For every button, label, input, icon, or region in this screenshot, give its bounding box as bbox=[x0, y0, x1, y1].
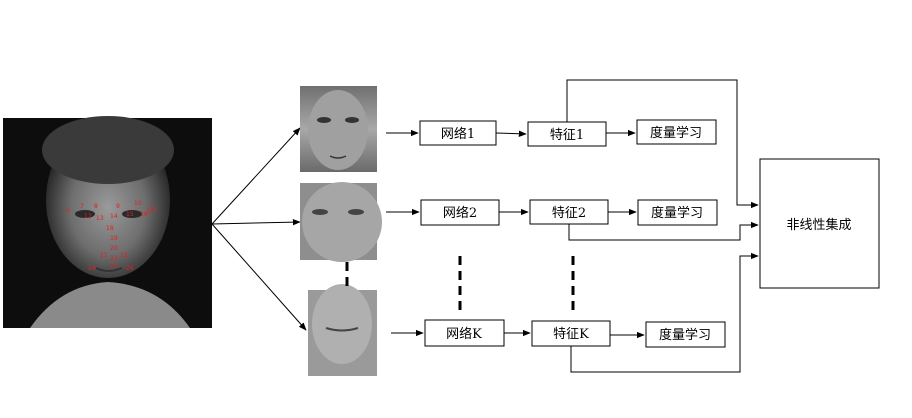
landmark-label: 21 bbox=[100, 252, 108, 259]
landmark-label: 25 bbox=[110, 263, 118, 270]
landmark-label: 13 bbox=[96, 215, 104, 222]
arrow-net1-feat1 bbox=[495, 130, 527, 137]
label-nonlinear-ensemble: 非线性集成 bbox=[786, 217, 851, 233]
box-metric-1 bbox=[636, 119, 717, 145]
label-metric-1: 度量学习 bbox=[650, 125, 702, 141]
box-metric-K bbox=[645, 321, 726, 348]
connector-feat1-ensemble bbox=[566, 79, 759, 209]
landmark-label: 8 bbox=[94, 203, 98, 210]
landmark-label: 12 bbox=[84, 213, 92, 220]
landmark-label: 9 bbox=[116, 203, 120, 210]
label-feature-2: 特征2 bbox=[552, 206, 586, 221]
landmark-label: 16 bbox=[140, 211, 148, 218]
landmark-label: 6 bbox=[66, 207, 70, 214]
label-network-2: 网络2 bbox=[443, 205, 477, 221]
label-metric-2: 度量学习 bbox=[651, 205, 703, 221]
label-metric-K: 度量学习 bbox=[659, 327, 711, 343]
source-face-photo bbox=[3, 116, 212, 328]
landmark-label: 7 bbox=[80, 203, 84, 210]
arrow-to-cropK bbox=[211, 223, 307, 331]
landmark-label: 11 bbox=[150, 206, 158, 213]
box-nonlinear-ensemble bbox=[759, 158, 880, 289]
connector-feat2-ensemble bbox=[568, 221, 759, 241]
landmark-label: 10 bbox=[134, 200, 142, 207]
landmark-label: 18 bbox=[106, 225, 114, 232]
landmark-label: 24 bbox=[88, 265, 96, 272]
label-feature-K: 特征K bbox=[553, 327, 589, 342]
landmark-label: 26 bbox=[126, 265, 134, 272]
landmark-label: 20 bbox=[110, 245, 118, 252]
label-feature-1: 特征1 bbox=[550, 128, 584, 143]
crop-photo-1 bbox=[300, 86, 377, 172]
box-feature-K bbox=[531, 320, 611, 347]
box-feature-1 bbox=[527, 121, 607, 147]
landmark-label: 19 bbox=[110, 235, 118, 242]
crop-photo-2 bbox=[300, 182, 382, 262]
arrow-to-crop1 bbox=[211, 127, 301, 225]
landmark-label: 22 bbox=[110, 255, 118, 262]
box-feature-2 bbox=[529, 199, 609, 225]
box-metric-2 bbox=[637, 199, 718, 226]
box-network-K bbox=[424, 319, 505, 347]
landmark-label: 14 bbox=[110, 213, 118, 220]
landmark-label: 15 bbox=[126, 211, 134, 218]
box-network-1 bbox=[419, 120, 497, 146]
landmark-label: 17 bbox=[146, 208, 154, 215]
label-network-1: 网络1 bbox=[441, 126, 475, 142]
arrow-to-crop2 bbox=[211, 218, 301, 226]
fan-out-arrows bbox=[211, 127, 307, 331]
crop-photo-K bbox=[308, 284, 377, 376]
connector-featK-ensemble bbox=[570, 252, 759, 373]
landmark-label: 23 bbox=[120, 252, 128, 259]
label-network-K: 网络K bbox=[446, 326, 482, 342]
